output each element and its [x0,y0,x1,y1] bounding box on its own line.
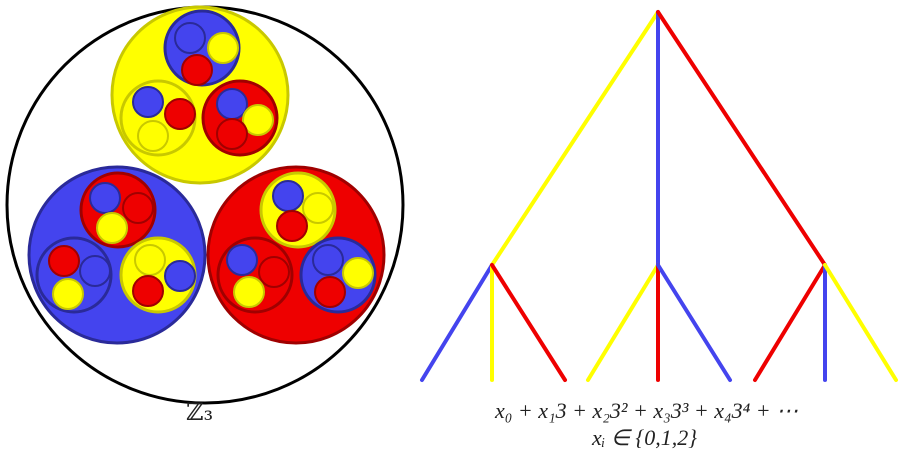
cluster-yellow [110,5,290,185]
cluster-blue [27,165,207,345]
ternary-tree [420,10,898,382]
branch-root-yellow [490,10,660,267]
z3-label: ℤ₃ [186,398,214,426]
series-formula: x₀ + x₁3 + x₂3² + x₃3³ + x₄3⁴ + ⋯ [495,398,799,423]
branch-root-red [656,10,827,267]
z3-nested-circles [5,5,405,405]
cluster-red [206,165,386,345]
digit-set-formula: xᵢ ∈ {0,1,2} [592,425,698,450]
